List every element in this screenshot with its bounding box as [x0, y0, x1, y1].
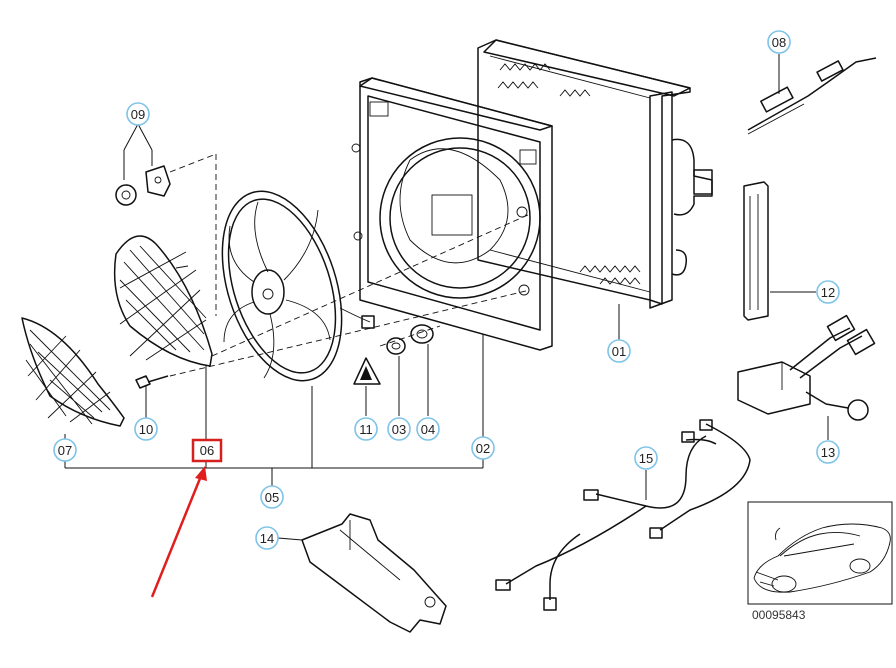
highlight-arrow	[150, 466, 207, 598]
part-14-bracket	[301, 513, 447, 633]
callout-11[interactable]: 11	[354, 417, 378, 441]
callout-01-label: 01	[612, 344, 626, 359]
reference-image-caption: 00095843	[752, 608, 806, 622]
callout-07[interactable]: 07	[53, 438, 77, 462]
part-fan-wheel	[221, 190, 375, 382]
callout-15[interactable]: 15	[634, 446, 658, 470]
callout-05-label: 05	[265, 490, 279, 505]
callout-15-label: 15	[639, 451, 653, 466]
callout-09[interactable]: 09	[126, 102, 150, 126]
callout-02-label: 02	[476, 441, 490, 456]
part-10-screw	[135, 375, 169, 389]
part-09-bracket	[115, 165, 171, 206]
callout-13[interactable]: 13	[816, 440, 840, 464]
callout-06-highlight-box	[191, 438, 223, 463]
part-06-shroud-grille	[113, 235, 213, 367]
part-12-bracket	[743, 181, 769, 321]
callout-03[interactable]: 03	[387, 417, 411, 441]
reference-car-inset: 00095843	[747, 501, 893, 622]
callout-09-label: 09	[131, 107, 145, 122]
callout-13-label: 13	[821, 445, 835, 460]
callout-12-label: 12	[821, 285, 835, 300]
callout-05[interactable]: 05	[260, 485, 284, 509]
callout-03-label: 03	[392, 422, 406, 437]
callout-11-label: 11	[359, 422, 373, 437]
part-08-sensor	[747, 57, 877, 135]
callout-06[interactable]: 06	[191, 438, 223, 463]
assembly-lines	[169, 153, 531, 377]
callout-10-label: 10	[139, 422, 153, 437]
callout-12[interactable]: 12	[816, 280, 840, 304]
part-07-cover	[21, 317, 125, 427]
callout-10[interactable]: 10	[134, 417, 158, 441]
part-fan-shroud	[351, 77, 553, 351]
callout-06-label: 06	[200, 443, 214, 458]
callout-14-label: 14	[260, 531, 274, 546]
callout-02[interactable]: 02	[471, 436, 495, 460]
callout-07-label: 07	[58, 443, 72, 458]
part-13-resistor	[737, 314, 876, 421]
part-11-warning-label	[353, 357, 381, 385]
callout-04[interactable]: 04	[416, 417, 440, 441]
part-condenser	[477, 39, 713, 309]
part-15-wiring-harness	[495, 419, 751, 611]
part-04-nut	[410, 324, 434, 344]
part-03-grommet	[386, 337, 406, 355]
callout-01[interactable]: 01	[607, 339, 631, 363]
callout-08-label: 08	[772, 35, 786, 50]
callout-04-label: 04	[421, 422, 435, 437]
callout-14[interactable]: 14	[255, 526, 279, 550]
callout-08[interactable]: 08	[767, 30, 791, 54]
